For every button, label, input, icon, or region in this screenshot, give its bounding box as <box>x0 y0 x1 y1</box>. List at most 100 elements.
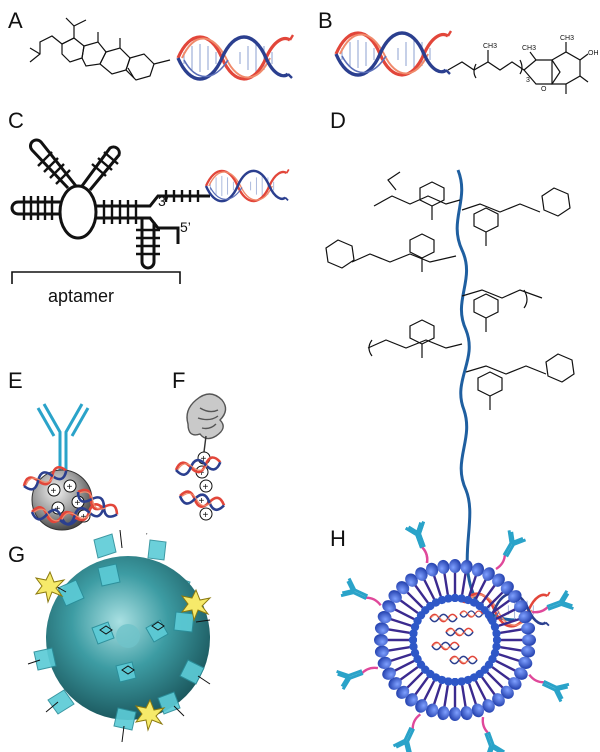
lipid-head-outer <box>460 559 473 574</box>
lipid-tail <box>389 617 412 627</box>
lipid-head-inner <box>437 595 447 605</box>
lipid-head-outer <box>415 699 428 713</box>
lipid-tail <box>474 578 487 600</box>
lipid-tail <box>399 599 419 614</box>
antibody-h <box>391 722 423 752</box>
antibody-h <box>537 672 571 704</box>
panel-c: C 3’ 5’ aptamer <box>8 108 291 306</box>
lipid-tail <box>443 685 449 708</box>
panel-a-label: A <box>8 8 23 33</box>
lipid-head-inner <box>409 629 418 638</box>
lipid-head-outer <box>460 706 473 721</box>
antibody-e <box>36 403 90 474</box>
panel-c-label: C <box>8 108 24 133</box>
lipid-head-outer <box>521 622 536 635</box>
antibody-h <box>476 727 506 752</box>
sirna-helix-b <box>334 29 453 77</box>
lipid-tail <box>495 659 517 672</box>
lipid-tail <box>461 572 467 595</box>
lipid-tail <box>423 578 436 600</box>
stray-mark: ’ <box>146 533 148 540</box>
panel-a: A <box>8 8 295 81</box>
svg-text:+: + <box>203 482 209 493</box>
peg-linker <box>528 673 546 684</box>
lipid-tail <box>491 666 511 681</box>
lipid-head-inner <box>492 642 501 651</box>
aptamer-structure <box>10 138 210 270</box>
five-prime-label: 5’ <box>180 219 191 235</box>
cyclodextrin-cones <box>33 563 205 731</box>
lipid-head-inner <box>490 622 500 632</box>
lipid-tail <box>481 676 496 696</box>
panel-e: E + + + + + <box>8 368 122 531</box>
lipid-head-outer <box>514 667 528 680</box>
peg-linker <box>419 545 429 564</box>
lipid-head-outer <box>521 645 536 658</box>
lipid-nanoparticle <box>374 559 536 721</box>
sirna-helix-a <box>176 33 295 81</box>
lipid-tail <box>498 617 521 627</box>
lipid-tail <box>406 671 424 689</box>
lipid-head-inner <box>450 677 460 687</box>
peg-linker <box>360 666 379 676</box>
lipid-head-outer <box>382 600 396 613</box>
lipid-tail <box>461 685 467 708</box>
peg-linker <box>495 553 507 571</box>
lipid-head-outer <box>388 677 402 690</box>
methyl-label-ring: CH3 <box>522 45 536 52</box>
panel-f-label: F <box>172 368 185 393</box>
lipid-head-inner <box>492 635 502 645</box>
charges-e: + + + + + <box>47 479 91 523</box>
oxygen-label: O <box>541 86 547 93</box>
lipid-tail <box>500 646 523 652</box>
linker-f <box>203 435 207 453</box>
lipid-tail <box>468 683 478 706</box>
panel-h-label: H <box>330 526 346 551</box>
lipid-head-outer <box>500 581 514 595</box>
peg-linker <box>411 713 422 731</box>
panel-b: B CH3 CH3 CH3 O OH 3 <box>318 8 599 94</box>
svg-text:+: + <box>201 454 207 465</box>
lipid-head-outer <box>405 573 418 587</box>
svg-text:+: + <box>67 482 73 493</box>
lipid-head-outer <box>482 567 495 581</box>
lipid-tail <box>387 628 410 634</box>
lipid-head-outer <box>426 703 439 718</box>
panel-h: H <box>330 520 575 752</box>
lipid-head-outer <box>508 590 522 603</box>
sirna-helix-c <box>204 168 291 203</box>
lipid-tail <box>423 680 436 702</box>
lipid-head-outer <box>437 559 450 574</box>
lipid-head-outer <box>377 611 392 624</box>
lipid-tail <box>500 628 523 634</box>
lipid-tail <box>393 659 415 672</box>
lipid-tail <box>387 646 410 652</box>
lipid-tail <box>491 599 511 614</box>
svg-text:+: + <box>199 468 205 479</box>
lipid-tail <box>414 676 429 696</box>
lipid-head-inner <box>409 642 418 651</box>
lipid-tail <box>414 584 429 604</box>
svg-text:+: + <box>199 496 205 507</box>
protein-f <box>186 393 227 440</box>
fluorophore-stars <box>34 570 212 732</box>
svg-text:+: + <box>75 498 81 509</box>
sphere-highlight <box>116 624 140 648</box>
lipid-head-outer <box>374 622 389 635</box>
three-prime-label: 3’ <box>158 193 169 209</box>
lipid-head-inner <box>444 677 453 686</box>
methyl-label-top: CH3 <box>560 35 574 42</box>
lipid-head-outer <box>518 611 533 624</box>
lipid-tail <box>443 572 449 595</box>
lipid-tail <box>481 584 496 604</box>
peg-linker <box>531 604 550 614</box>
lipid-head-outer <box>514 600 528 613</box>
antibody-h <box>495 528 528 563</box>
lipid-tail <box>498 653 521 663</box>
lipid-head-inner <box>450 593 460 603</box>
lipid-tail <box>474 680 487 702</box>
antibody-h <box>404 520 434 553</box>
peg-linker <box>481 716 491 735</box>
aptamer-bracket <box>11 271 181 284</box>
